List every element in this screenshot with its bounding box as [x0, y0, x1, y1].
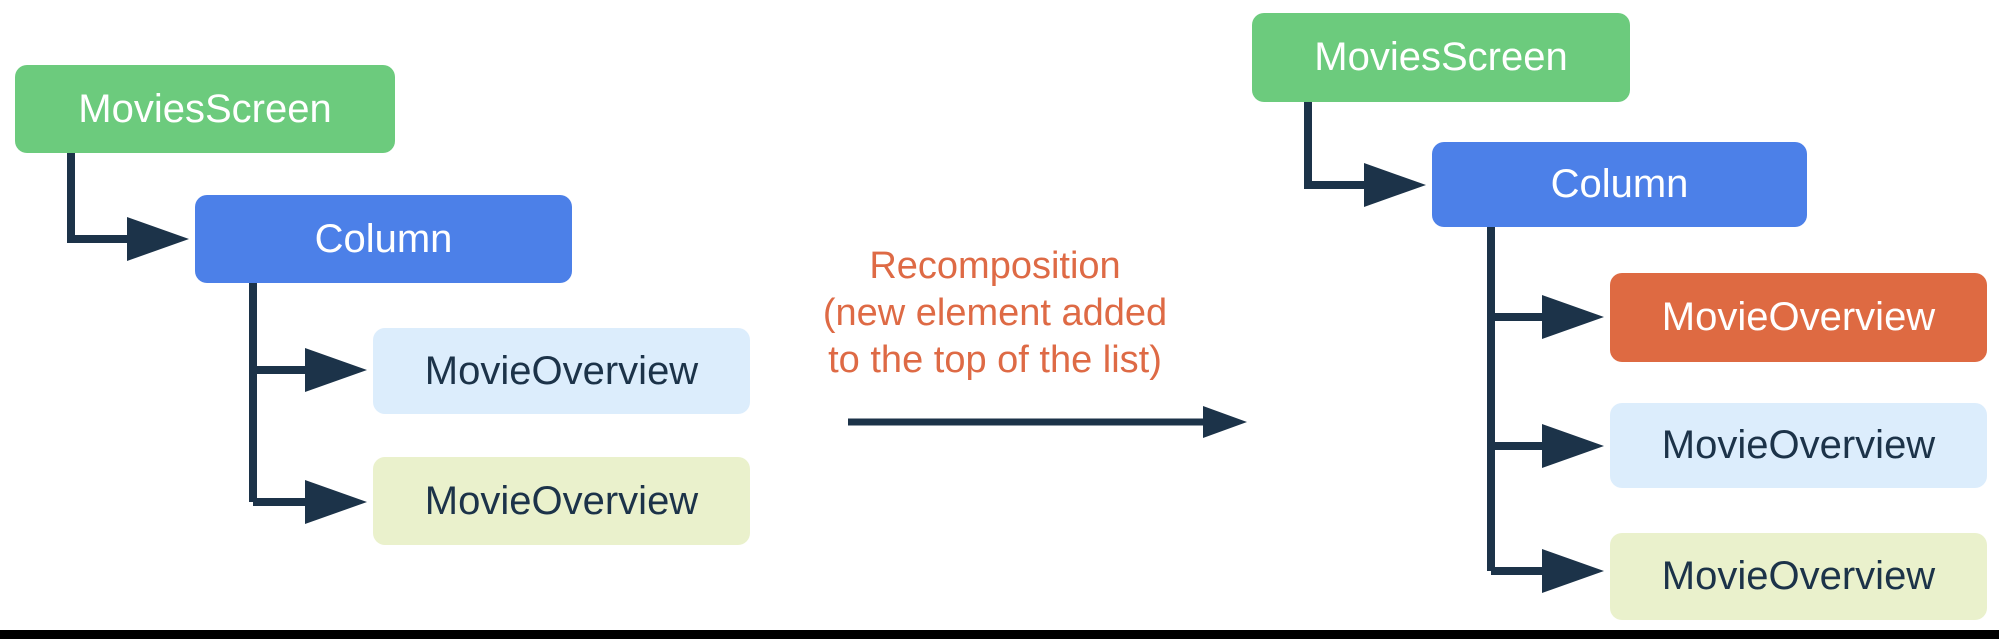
right-branch-2-arrowhead-icon — [1542, 424, 1604, 468]
bottom-border-bar — [0, 630, 1999, 639]
right-root-to-column-connector — [1304, 100, 1364, 189]
recomposition-arrowhead-icon — [1203, 406, 1247, 438]
left-tree-column-node: Column — [195, 195, 572, 283]
left-branch-1-arrowhead-icon — [305, 348, 367, 392]
right-branch-1-arrowhead-icon — [1542, 295, 1604, 339]
left-branch-2-arrowhead-icon — [305, 480, 367, 524]
annotation-line-2: (new element added — [822, 292, 1168, 334]
left-tree-movieoverview-node-1: MovieOverview — [373, 328, 750, 414]
right-branch-3-arrowhead-icon — [1542, 549, 1604, 593]
right-tree-column-node: Column — [1432, 142, 1807, 227]
left-tree-moviesscreen-node: MoviesScreen — [15, 65, 395, 153]
right-root-to-column-arrowhead-icon — [1364, 163, 1426, 207]
left-root-to-column-connector — [67, 150, 127, 243]
left-tree-movieoverview-node-2: MovieOverview — [373, 457, 750, 545]
right-tree-movieoverview-node-new: MovieOverview — [1610, 273, 1987, 362]
left-root-to-column-arrowhead-icon — [127, 217, 189, 261]
right-tree-moviesscreen-node: MoviesScreen — [1252, 13, 1630, 102]
right-tree-movieoverview-node-2: MovieOverview — [1610, 403, 1987, 488]
recomposition-annotation: Recomposition (new element added to the … — [695, 243, 1295, 384]
annotation-line-1: Recomposition — [869, 245, 1121, 287]
annotation-line-3: to the top of the list) — [828, 339, 1162, 381]
right-tree-movieoverview-node-3: MovieOverview — [1610, 533, 1987, 620]
